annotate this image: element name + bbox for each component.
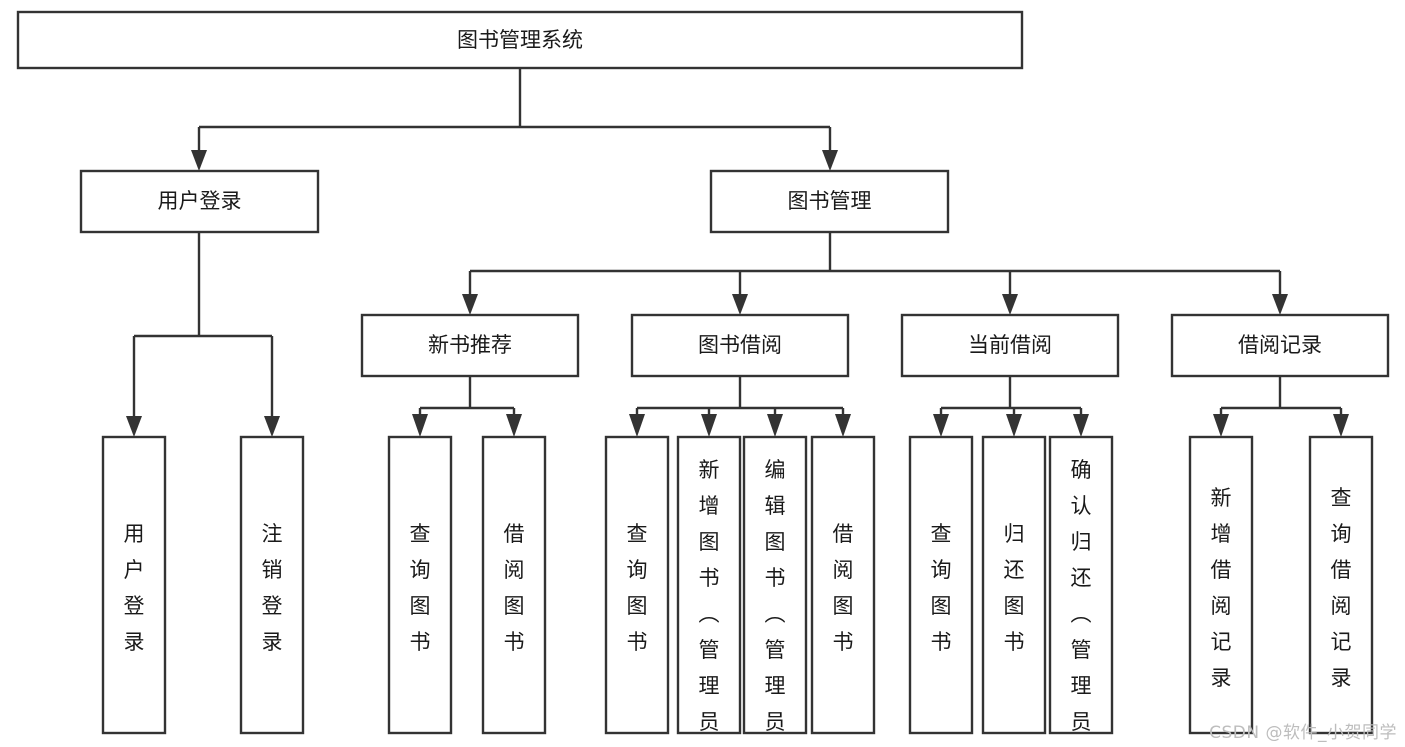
- leaf-node[interactable]: 查询图书: [908, 435, 974, 735]
- leaf-node-box[interactable]: [1188, 435, 1254, 735]
- arrow-head-icon: [933, 414, 949, 437]
- connector-group-current-borrow: [933, 376, 1089, 437]
- leaf-node-box[interactable]: [981, 435, 1047, 735]
- connector-group-borrow: [629, 376, 851, 437]
- arrow-head-icon: [822, 150, 838, 171]
- leaf-node-box[interactable]: [1308, 435, 1374, 735]
- arrow-head-icon: [126, 416, 142, 437]
- arrow-head-icon: [835, 414, 851, 437]
- node-root-box[interactable]: [16, 10, 1024, 70]
- leaf-node[interactable]: 借阅图书: [810, 435, 876, 735]
- arrow-head-icon: [732, 294, 748, 315]
- leaf-node-label: 注销登录: [262, 522, 283, 654]
- node-borrow-record-box[interactable]: [1170, 313, 1390, 378]
- leaf-node-box[interactable]: [742, 435, 808, 735]
- connector-group-root: [191, 68, 838, 171]
- leaf-node-box[interactable]: [387, 435, 453, 735]
- leaf-node[interactable]: 新增图书︵管理员︶: [676, 435, 742, 747]
- leaf-node[interactable]: 查询借阅记录: [1308, 435, 1374, 735]
- leaf-node-box[interactable]: [908, 435, 974, 735]
- leaf-node-label: 查询图书: [931, 522, 952, 654]
- arrow-head-icon: [629, 414, 645, 437]
- node-book-borrow-box[interactable]: [630, 313, 850, 378]
- node-current-borrow-box[interactable]: [900, 313, 1120, 378]
- node-borrow-record-label: 借阅记录: [1238, 333, 1322, 357]
- leaf-node[interactable]: 借阅图书: [481, 435, 547, 735]
- arrow-head-icon: [412, 414, 428, 437]
- node-book-management[interactable]: 图书管理: [709, 169, 950, 234]
- leaf-node-label: 查询借阅记录: [1331, 486, 1352, 690]
- node-user-login-label: 用户登录: [158, 189, 242, 213]
- leaf-node-box[interactable]: [810, 435, 876, 735]
- leaf-node-box[interactable]: [481, 435, 547, 735]
- arrow-head-icon: [462, 294, 478, 315]
- node-root[interactable]: 图书管理系统: [16, 10, 1024, 70]
- leaf-node-label: 归还图书: [1004, 522, 1025, 654]
- leaf-node[interactable]: 查询图书: [387, 435, 453, 735]
- connector-group-borrow-record: [1213, 376, 1349, 437]
- leaf-node[interactable]: 新增借阅记录: [1188, 435, 1254, 735]
- leaf-node[interactable]: 确认归还︵管理员︶: [1048, 435, 1114, 747]
- connector-group-new-book: [412, 376, 522, 437]
- leaf-node-label: 借阅图书: [833, 522, 854, 654]
- arrow-head-icon: [1333, 414, 1349, 437]
- arrow-head-icon: [701, 414, 717, 437]
- node-book-management-label: 图书管理: [788, 189, 872, 213]
- node-user-login[interactable]: 用户登录: [79, 169, 320, 234]
- arrow-head-icon: [1073, 414, 1089, 437]
- arrow-head-icon: [1002, 294, 1018, 315]
- arrow-head-icon: [191, 150, 207, 171]
- node-new-book-recommend-box[interactable]: [360, 313, 580, 378]
- node-book-management-box[interactable]: [709, 169, 950, 234]
- node-new-book-recommend[interactable]: 新书推荐: [360, 313, 580, 378]
- leaf-node[interactable]: 编辑图书︵管理员︶: [742, 435, 808, 747]
- arrow-head-icon: [264, 416, 280, 437]
- arrow-head-icon: [506, 414, 522, 437]
- leaf-node-label: 借阅图书: [504, 522, 525, 654]
- leaf-node-label: 查询图书: [410, 522, 431, 654]
- connector-group-book-mgmt: [462, 232, 1288, 315]
- leaf-node-label: 新增借阅记录: [1211, 486, 1232, 690]
- node-root-label: 图书管理系统: [457, 28, 583, 52]
- leaf-node-label: 确认归还︵管理员︶: [1071, 458, 1092, 747]
- node-book-borrow[interactable]: 图书借阅: [630, 313, 850, 378]
- watermark-text: CSDN @软件_小贺同学: [1209, 723, 1397, 743]
- arrow-head-icon: [1272, 294, 1288, 315]
- leaf-node-box[interactable]: [239, 435, 305, 735]
- arrow-head-icon: [1006, 414, 1022, 437]
- leaf-node-box[interactable]: [604, 435, 670, 735]
- leaf-node-layer: 用户登录 注销登录 查询图书 借阅图书 查询图书 新增图书︵管理员︶ 编辑图书︵管理员︶ 借阅…: [101, 435, 1374, 747]
- leaf-node-box[interactable]: [1048, 435, 1114, 735]
- leaf-node-label: 用户登录: [124, 522, 145, 654]
- leaf-node-label: 新增图书︵管理员︶: [699, 458, 720, 747]
- node-current-borrow[interactable]: 当前借阅: [900, 313, 1120, 378]
- leaf-node-label: 查询图书: [627, 522, 648, 654]
- leaf-node-box[interactable]: [101, 435, 167, 735]
- leaf-node-box[interactable]: [676, 435, 742, 735]
- leaf-node[interactable]: 注销登录: [239, 435, 305, 735]
- node-current-borrow-label: 当前借阅: [968, 333, 1052, 357]
- leaf-node[interactable]: 查询图书: [604, 435, 670, 735]
- leaf-node[interactable]: 归还图书: [981, 435, 1047, 735]
- node-borrow-record[interactable]: 借阅记录: [1170, 313, 1390, 378]
- leaf-node[interactable]: 用户登录: [101, 435, 167, 735]
- arrow-head-icon: [1213, 414, 1229, 437]
- node-user-login-box[interactable]: [79, 169, 320, 234]
- connector-group-user-login: [126, 232, 280, 437]
- node-book-borrow-label: 图书借阅: [698, 333, 782, 357]
- node-new-book-recommend-label: 新书推荐: [428, 333, 512, 357]
- arrow-head-icon: [767, 414, 783, 437]
